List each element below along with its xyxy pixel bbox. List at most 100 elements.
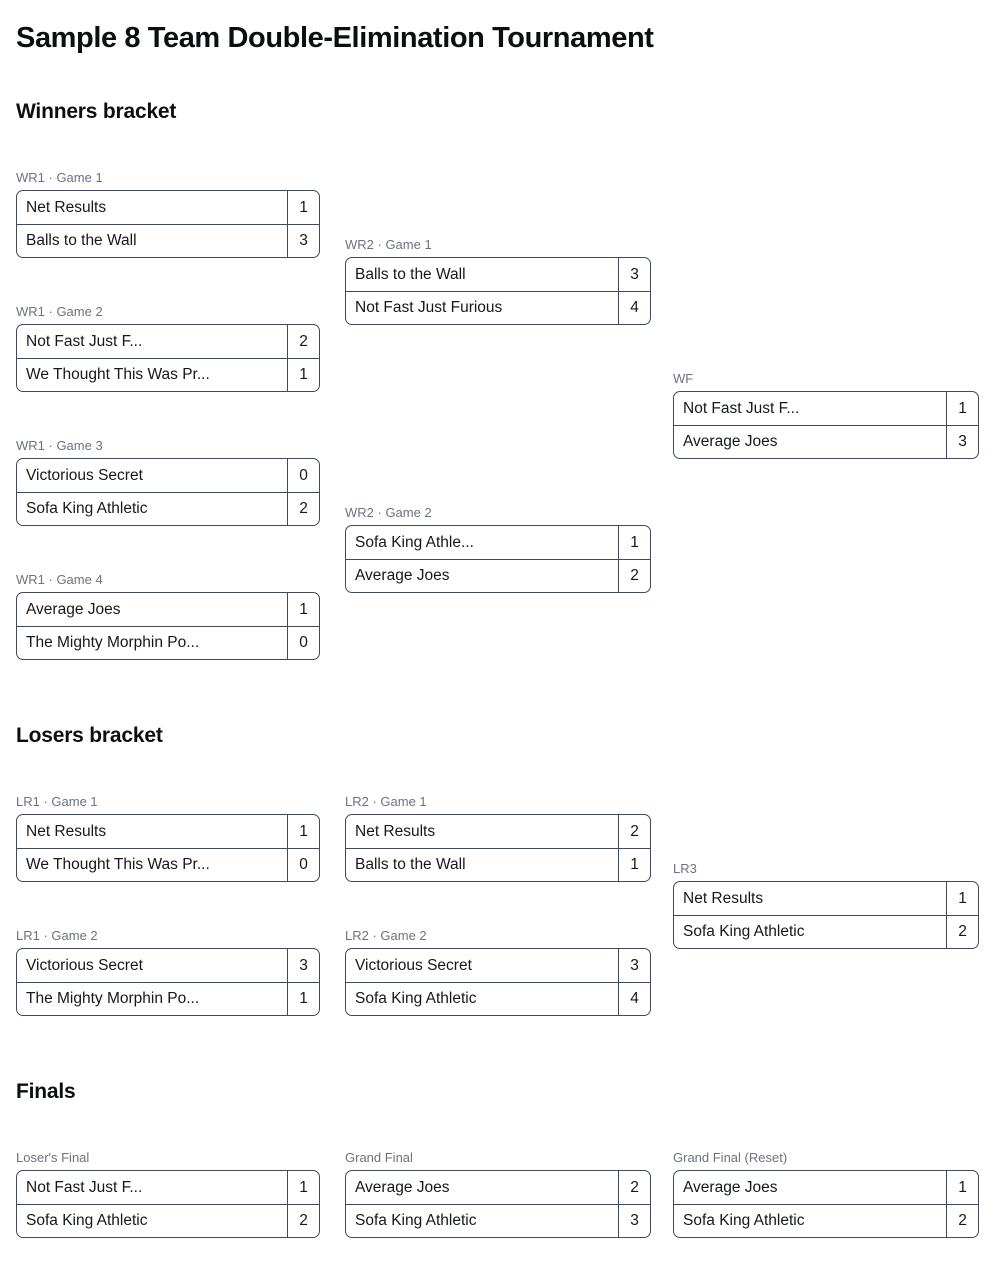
team-name: The Mighty Morphin Po... xyxy=(26,990,200,1007)
team-score: 3 xyxy=(618,258,650,291)
match-row-top[interactable]: Not Fast Just F... 1 xyxy=(674,392,978,425)
match-box: Sofa King Athle... 1 Average Joes 2 xyxy=(345,525,651,593)
team-score: 2 xyxy=(287,493,319,525)
section-title-finals: Finals xyxy=(16,1080,76,1103)
match-row-bottom[interactable]: Average Joes 2 xyxy=(346,559,650,592)
team-score: 1 xyxy=(946,392,978,425)
match-row-top[interactable]: Net Results 1 xyxy=(17,815,319,848)
match-card-lr2-game-1[interactable]: LR2 · Game 1 Net Results 2 Balls to the … xyxy=(345,794,651,882)
match-card-wr1-game-1[interactable]: WR1 · Game 1 Net Results 1 Balls to the … xyxy=(16,170,320,258)
match-box: Not Fast Just F... 2 We Thought This Was… xyxy=(16,324,320,392)
team-name: Balls to the Wall xyxy=(355,856,466,873)
team-score: 3 xyxy=(287,949,319,982)
match-label: LR2 · Game 1 xyxy=(345,794,427,809)
team-score: 2 xyxy=(287,1205,319,1237)
team-name: Sofa King Athletic xyxy=(683,1212,805,1229)
match-row-top[interactable]: Average Joes 1 xyxy=(17,593,319,626)
team-score: 1 xyxy=(946,1171,978,1204)
team-score: 2 xyxy=(618,1171,650,1204)
match-card-lr3[interactable]: LR3 Net Results 1 Sofa King Athletic 2 xyxy=(673,861,979,949)
match-row-bottom[interactable]: Not Fast Just Furious 4 xyxy=(346,291,650,324)
match-card-wr1-game-3[interactable]: WR1 · Game 3 Victorious Secret 0 Sofa Ki… xyxy=(16,438,320,526)
match-label: WR2 · Game 2 xyxy=(345,505,432,520)
match-card-lr1-game-2[interactable]: LR1 · Game 2 Victorious Secret 3 The Mig… xyxy=(16,928,320,1016)
team-score: 2 xyxy=(946,1205,978,1237)
team-name: Sofa King Athle... xyxy=(355,533,474,551)
match-row-top[interactable]: Net Results 2 xyxy=(346,815,650,848)
match-card-lr2-game-2[interactable]: LR2 · Game 2 Victorious Secret 3 Sofa Ki… xyxy=(345,928,651,1016)
team-name: Victorious Secret xyxy=(26,956,143,974)
match-row-top[interactable]: Average Joes 2 xyxy=(346,1171,650,1204)
match-row-top[interactable]: Victorious Secret 3 xyxy=(17,949,319,982)
match-label: Loser's Final xyxy=(16,1150,90,1165)
match-row-top[interactable]: Not Fast Just F... 2 xyxy=(17,325,319,358)
match-row-bottom[interactable]: Balls to the Wall 1 xyxy=(346,848,650,881)
match-box: Not Fast Just F... 1 Average Joes 3 xyxy=(673,391,979,459)
team-name: Average Joes xyxy=(26,600,121,618)
match-label: Grand Final (Reset) xyxy=(673,1150,788,1165)
match-box: Average Joes 1 Sofa King Athletic 2 xyxy=(673,1170,979,1238)
match-row-bottom[interactable]: Sofa King Athletic 2 xyxy=(17,1204,319,1237)
match-row-bottom[interactable]: We Thought This Was Pr... 1 xyxy=(17,358,319,391)
match-label: WR2 · Game 1 xyxy=(345,237,432,252)
team-score: 3 xyxy=(618,1205,650,1237)
match-box: Victorious Secret 3 Sofa King Athletic 4 xyxy=(345,948,651,1016)
match-box: Net Results 1 We Thought This Was Pr... … xyxy=(16,814,320,882)
match-row-top[interactable]: Net Results 1 xyxy=(674,882,978,915)
team-name: Sofa King Athletic xyxy=(26,500,148,517)
team-score: 1 xyxy=(287,593,319,626)
team-score: 1 xyxy=(618,849,650,881)
match-card-losers-final[interactable]: Loser's Final Not Fast Just F... 1 Sofa … xyxy=(16,1150,320,1238)
match-row-top[interactable]: Victorious Secret 0 xyxy=(17,459,319,492)
match-label: WF xyxy=(673,371,694,386)
team-score: 2 xyxy=(618,560,650,592)
team-name: We Thought This Was Pr... xyxy=(26,856,210,873)
match-row-bottom[interactable]: Sofa King Athletic 4 xyxy=(346,982,650,1015)
match-row-top[interactable]: Victorious Secret 3 xyxy=(346,949,650,982)
team-name: Balls to the Wall xyxy=(355,265,466,283)
match-row-bottom[interactable]: Sofa King Athletic 2 xyxy=(17,492,319,525)
match-row-bottom[interactable]: Sofa King Athletic 2 xyxy=(674,915,978,948)
match-row-bottom[interactable]: The Mighty Morphin Po... 1 xyxy=(17,982,319,1015)
team-name: Balls to the Wall xyxy=(26,232,137,249)
match-row-bottom[interactable]: Balls to the Wall 3 xyxy=(17,224,319,257)
team-score: 0 xyxy=(287,849,319,881)
match-row-bottom[interactable]: Average Joes 3 xyxy=(674,425,978,458)
match-row-top[interactable]: Sofa King Athle... 1 xyxy=(346,526,650,559)
match-card-lr1-game-1[interactable]: LR1 · Game 1 Net Results 1 We Thought Th… xyxy=(16,794,320,882)
team-name: Sofa King Athletic xyxy=(26,1212,148,1229)
match-box: Victorious Secret 3 The Mighty Morphin P… xyxy=(16,948,320,1016)
match-box: Average Joes 1 The Mighty Morphin Po... … xyxy=(16,592,320,660)
match-row-top[interactable]: Balls to the Wall 3 xyxy=(346,258,650,291)
match-box: Balls to the Wall 3 Not Fast Just Furiou… xyxy=(345,257,651,325)
match-card-grand-final-reset[interactable]: Grand Final (Reset) Average Joes 1 Sofa … xyxy=(673,1150,979,1238)
match-row-bottom[interactable]: The Mighty Morphin Po... 0 xyxy=(17,626,319,659)
match-label: Grand Final xyxy=(345,1150,413,1165)
match-row-top[interactable]: Not Fast Just F... 1 xyxy=(17,1171,319,1204)
team-name: Sofa King Athletic xyxy=(355,990,477,1007)
team-score: 2 xyxy=(618,815,650,848)
match-row-top[interactable]: Net Results 1 xyxy=(17,191,319,224)
match-row-bottom[interactable]: We Thought This Was Pr... 0 xyxy=(17,848,319,881)
match-row-top[interactable]: Average Joes 1 xyxy=(674,1171,978,1204)
match-row-bottom[interactable]: Sofa King Athletic 3 xyxy=(346,1204,650,1237)
page-title: Sample 8 Team Double-Elimination Tournam… xyxy=(16,22,654,54)
match-card-grand-final[interactable]: Grand Final Average Joes 2 Sofa King Ath… xyxy=(345,1150,651,1238)
match-card-wr2-game-1[interactable]: WR2 · Game 1 Balls to the Wall 3 Not Fas… xyxy=(345,237,651,325)
team-name: Average Joes xyxy=(683,1178,778,1196)
match-row-bottom[interactable]: Sofa King Athletic 2 xyxy=(674,1204,978,1237)
team-score: 2 xyxy=(946,916,978,948)
team-score: 1 xyxy=(287,191,319,224)
match-card-wr2-game-2[interactable]: WR2 · Game 2 Sofa King Athle... 1 Averag… xyxy=(345,505,651,593)
team-score: 3 xyxy=(946,426,978,458)
match-card-wr1-game-2[interactable]: WR1 · Game 2 Not Fast Just F... 2 We Tho… xyxy=(16,304,320,392)
team-score: 4 xyxy=(618,983,650,1015)
team-name: We Thought This Was Pr... xyxy=(26,366,210,383)
match-box: Net Results 2 Balls to the Wall 1 xyxy=(345,814,651,882)
match-label: LR1 · Game 2 xyxy=(16,928,98,943)
match-card-winners-final[interactable]: WF Not Fast Just F... 1 Average Joes 3 xyxy=(673,371,979,459)
match-card-wr1-game-4[interactable]: WR1 · Game 4 Average Joes 1 The Mighty M… xyxy=(16,572,320,660)
team-score: 3 xyxy=(287,225,319,257)
team-name: Average Joes xyxy=(355,1178,450,1196)
match-box: Victorious Secret 0 Sofa King Athletic 2 xyxy=(16,458,320,526)
